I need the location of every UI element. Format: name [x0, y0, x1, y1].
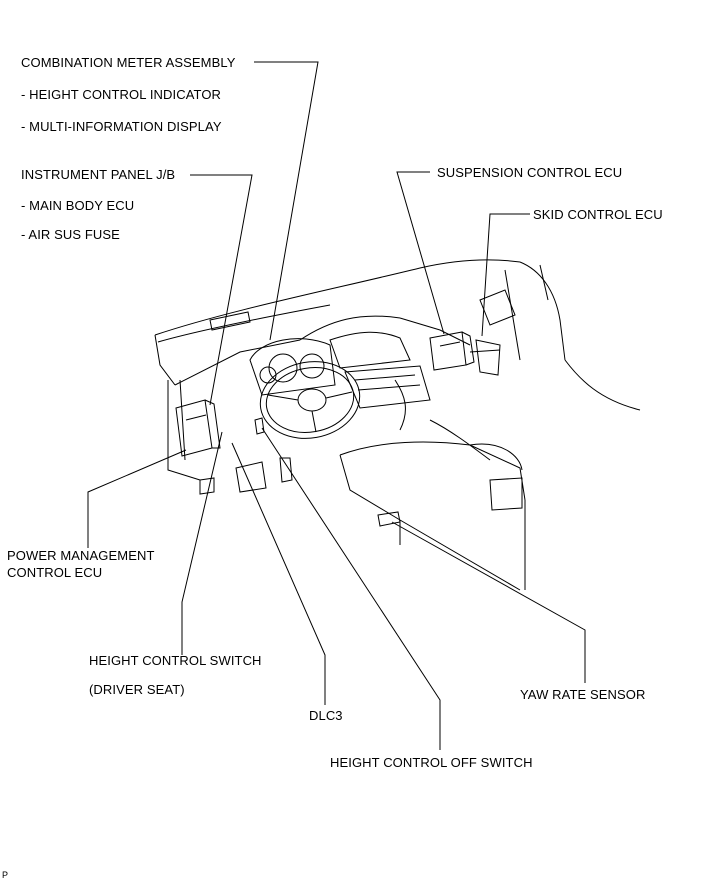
label-power-management-line1: POWER MANAGEMENT [7, 548, 155, 563]
label-driver-seat: (DRIVER SEAT) [89, 682, 185, 697]
label-combination-meter-assembly: COMBINATION METER ASSEMBLY [21, 55, 236, 70]
steering-wheel-shape [259, 361, 361, 439]
label-air-sus-fuse: - AIR SUS FUSE [21, 227, 120, 242]
leader-instrument-panel-jb [190, 174, 253, 406]
label-power-management-line2: CONTROL ECU [7, 565, 103, 580]
leader-lines [87, 61, 586, 750]
pedals-shape [199, 417, 293, 495]
leader-combination-meter [254, 61, 319, 341]
skid-ecu-shape [469, 339, 501, 376]
label-suspension-control-ecu: SUSPENSION CONTROL ECU [437, 165, 623, 180]
label-skid-control-ecu: SKID CONTROL ECU [533, 207, 663, 222]
combination-meter-shape [249, 338, 336, 396]
leader-skid-ecu [481, 213, 530, 337]
label-yaw-rate-sensor: YAW RATE SENSOR [520, 687, 646, 702]
suspension-ecu-shape [429, 331, 475, 371]
label-height-control-switch: HEIGHT CONTROL SWITCH [89, 653, 262, 668]
label-main-body-ecu: - MAIN BODY ECU [21, 198, 135, 213]
label-height-control-indicator: - HEIGHT CONTROL INDICATOR [21, 87, 222, 102]
leader-dlc3 [231, 442, 326, 705]
power-management-ecu-shape [175, 399, 221, 457]
label-dlc3: DLC3 [309, 708, 343, 723]
leader-height-control-switch [181, 431, 223, 655]
leader-yaw-rate-sensor [391, 521, 586, 683]
leader-height-off-switch [261, 427, 441, 750]
label-instrument-panel-jb: INSTRUMENT PANEL J/B [21, 167, 176, 182]
leader-suspension-ecu [396, 171, 445, 335]
corner-mark: P [2, 870, 9, 880]
dashboard-outline [154, 259, 641, 481]
leader-power-management [87, 449, 187, 548]
center-console-shape [339, 379, 526, 591]
label-height-control-off-switch: HEIGHT CONTROL OFF SWITCH [330, 755, 533, 770]
label-multi-information-display: - MULTI-INFORMATION DISPLAY [21, 119, 222, 134]
